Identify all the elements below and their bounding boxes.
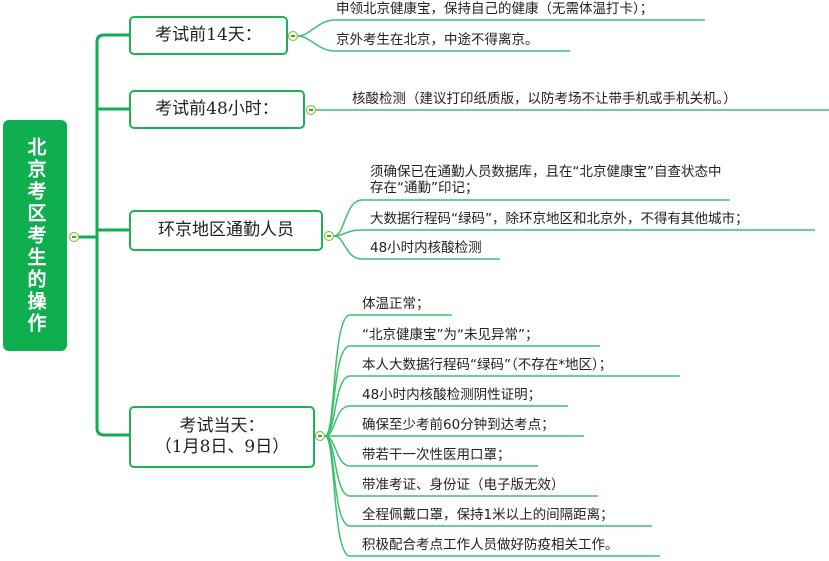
leaf-item: 48小时内核酸检测阴性证明； <box>362 387 542 403</box>
branch-label: 考试前14天： <box>155 24 262 45</box>
collapse-icon[interactable] <box>324 231 334 241</box>
branch-date: （1月8日、9日） <box>154 437 290 457</box>
leaf-item: 大数据行程码“绿码”，除环京地区和北京外，不得有其他城市； <box>370 211 749 227</box>
branch-48-hours-before[interactable]: 考试前48小时： <box>129 90 305 129</box>
leaf-item: 体温正常； <box>362 296 430 312</box>
branch-label: 环京地区通勤人员 <box>158 219 294 240</box>
leaf-item: 积极配合考点工作人员做好防疫相关工作。 <box>362 537 619 553</box>
branch-14-days-before[interactable]: 考试前14天： <box>129 16 288 55</box>
collapse-icon[interactable] <box>69 232 79 242</box>
leaf-item: 核酸检测（建议打印纸质版，以防考场不让带手机或手机关机。） <box>352 91 737 107</box>
branch-label: 考试前48小时： <box>155 98 279 119</box>
leaf-item: 带准考证、身份证（电子版无效） <box>362 477 565 493</box>
branch-commuters[interactable]: 环京地区通勤人员 <box>129 210 323 251</box>
leaf-item: “北京健康宝”为“未见异常”； <box>362 327 539 343</box>
leaf-item: 全程佩戴口罩，保持1米以上的间隔距离； <box>362 507 614 523</box>
branch-label: 考试当天： <box>179 415 265 436</box>
leaf-item: 京外考生在北京，中途不得离京。 <box>336 32 539 48</box>
collapse-icon[interactable] <box>315 431 325 441</box>
collapse-icon[interactable] <box>306 105 316 115</box>
collapse-icon[interactable] <box>288 31 298 41</box>
root-label: 北京考区考生的操作 <box>24 136 47 335</box>
leaf-item: 本人大数据行程码“绿码”（不存在*地区）； <box>362 357 613 373</box>
leaf-item: 48小时内核酸检测 <box>370 240 482 256</box>
leaf-item: 带若干一次性医用口罩； <box>362 447 511 463</box>
leaf-item: 须确保已在通勤人员数据库，且在“北京健康宝”自查状态中存在“通勤”印记； <box>370 164 722 196</box>
branch-exam-day[interactable]: 考试当天： （1月8日、9日） <box>129 406 315 468</box>
leaf-item: 申领北京健康宝，保持自己的健康（无需体温打卡）； <box>336 1 654 17</box>
leaf-item: 确保至少考前60分钟到达考点； <box>362 417 555 433</box>
root-node[interactable]: 北京考区考生的操作 <box>3 120 67 351</box>
